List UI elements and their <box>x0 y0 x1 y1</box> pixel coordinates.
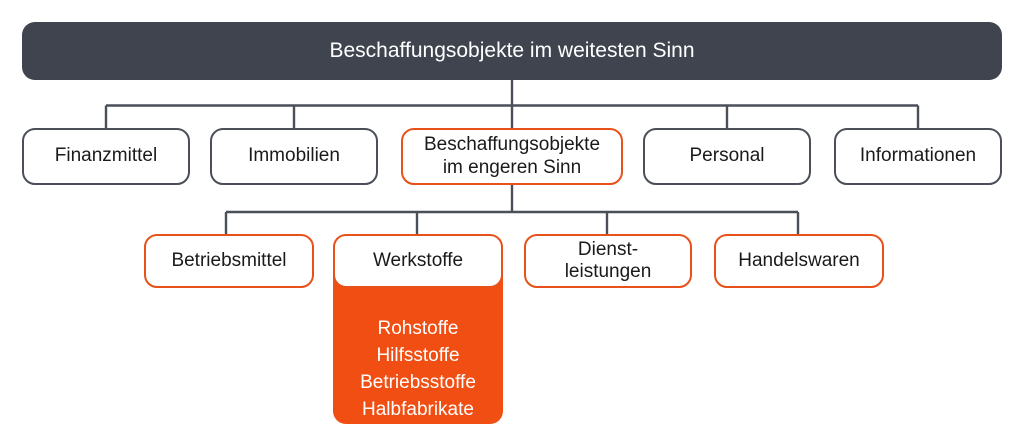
node-personal-label: Personal <box>689 145 765 167</box>
node-informationen-label: Informationen <box>859 145 977 167</box>
node-root-label: Beschaffungsobjekte im weitesten Sinn <box>329 38 695 62</box>
node-finanzmittel[interactable]: Finanzmittel <box>22 128 190 185</box>
node-immobilien-label: Immobilien <box>248 145 340 167</box>
node-root[interactable]: Beschaffungsobjekte im weitesten Sinn <box>22 22 1002 80</box>
werkstoffe-detail-panel: Rohstoffe Hilfsstoffe Betriebsstoffe Hal… <box>333 262 503 424</box>
node-betriebsmittel[interactable]: Betriebsmittel <box>144 234 314 288</box>
node-handelswaren[interactable]: Handelswaren <box>714 234 884 288</box>
node-dienstleistungen[interactable]: Dienst- leistungen <box>524 234 692 288</box>
werkstoffe-detail-list: Rohstoffe Hilfsstoffe Betriebsstoffe Hal… <box>360 318 476 420</box>
node-personal[interactable]: Personal <box>643 128 811 185</box>
node-dienstleistungen-label: Dienst- leistungen <box>564 238 652 282</box>
node-beschaffungsobjekte-engeren-sinn-label: Beschaffungsobjekte im engeren Sinn <box>423 134 601 178</box>
node-informationen[interactable]: Informationen <box>834 128 1002 185</box>
node-beschaffungsobjekte-engeren-sinn[interactable]: Beschaffungsobjekte im engeren Sinn <box>401 128 623 185</box>
node-handelswaren-label: Handelswaren <box>738 249 860 271</box>
node-werkstoffe[interactable]: Werkstoffe <box>333 234 503 288</box>
node-finanzmittel-label: Finanzmittel <box>54 145 158 167</box>
node-betriebsmittel-label: Betriebsmittel <box>171 249 287 271</box>
node-werkstoffe-label: Werkstoffe <box>372 249 464 271</box>
node-immobilien[interactable]: Immobilien <box>210 128 378 185</box>
